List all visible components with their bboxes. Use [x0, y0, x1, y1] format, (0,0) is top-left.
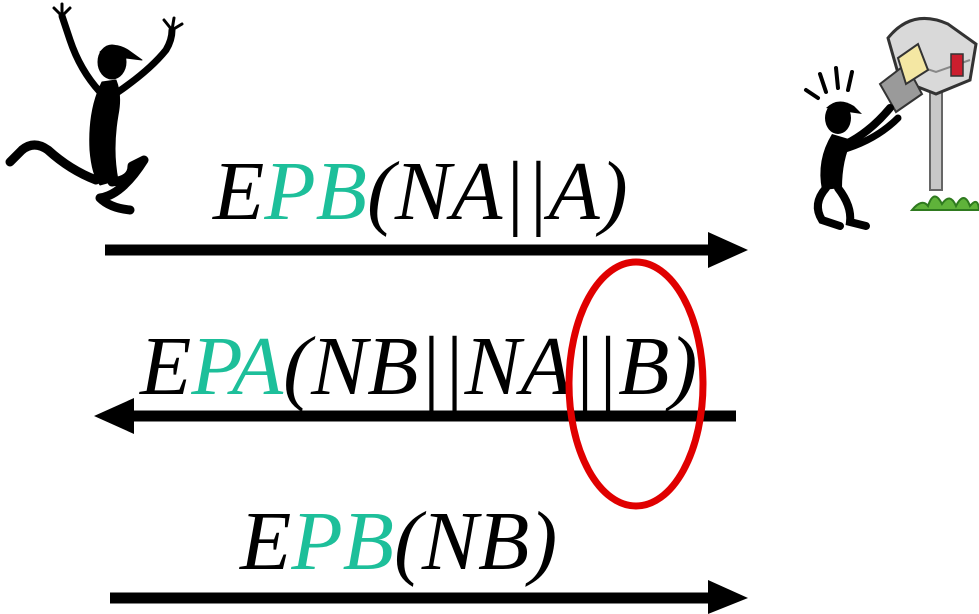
- message-2-label: EPA(NB||NA||B): [140, 325, 697, 409]
- message-2-payload: (NB||NA||B): [283, 320, 698, 413]
- message-2-key: PA: [191, 320, 284, 413]
- message-3-payload: (NB): [393, 495, 558, 588]
- message-1-enc: E: [213, 145, 265, 238]
- message-arrow-3: [110, 580, 748, 614]
- message-3-label: EPB(NB): [240, 500, 557, 584]
- running-stick-figure-icon: [5, 2, 184, 215]
- message-1-key: PB: [264, 145, 367, 238]
- stick-figure-with-mailbox-icon: [804, 16, 979, 230]
- message-arrow-1: [105, 232, 748, 268]
- message-1-payload: (NA||A): [366, 145, 628, 238]
- message-2-enc: E: [140, 320, 192, 413]
- message-1-label: EPB(NA||A): [213, 150, 628, 234]
- message-3-key: PB: [291, 495, 394, 588]
- message-3-enc: E: [240, 495, 292, 588]
